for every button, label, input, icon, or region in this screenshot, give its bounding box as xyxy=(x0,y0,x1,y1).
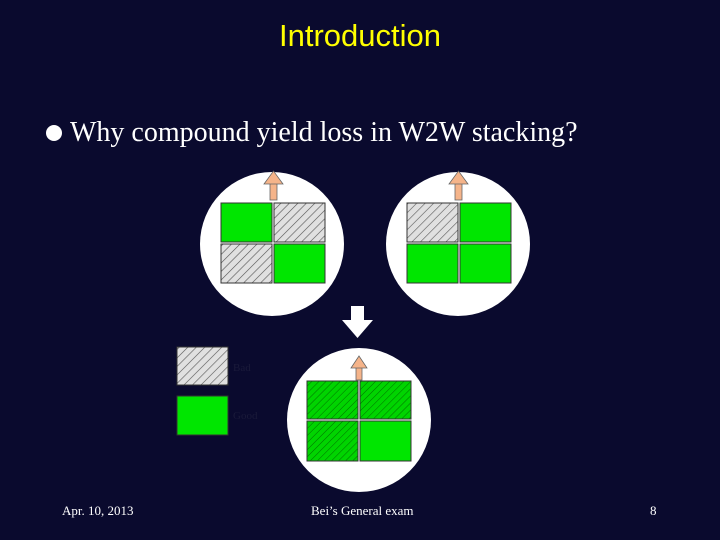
bullet-text: Why compound yield loss in W2W stacking? xyxy=(70,117,578,148)
left-die-good xyxy=(220,202,273,243)
stacked-die xyxy=(359,380,412,420)
legend-bad-label: Bad xyxy=(233,362,251,374)
bullet-item: Why compound yield loss in W2W stacking? xyxy=(46,117,578,149)
right-die-good xyxy=(459,243,512,284)
left-wafer xyxy=(200,170,344,316)
footer-page-number: 8 xyxy=(650,503,657,518)
right-die-good xyxy=(406,243,459,284)
legend-bad-swatch xyxy=(176,346,229,386)
stacked-wafer xyxy=(287,348,431,492)
right-die-bad xyxy=(406,202,459,243)
up-arrow-icon xyxy=(263,170,284,201)
bullet-dot-icon xyxy=(46,125,62,141)
stacked-die xyxy=(306,380,359,420)
stacked-die xyxy=(306,420,359,462)
stacked-die xyxy=(359,420,412,462)
legend-good-swatch xyxy=(176,395,229,436)
left-die-bad xyxy=(273,202,326,243)
up-arrow-icon xyxy=(448,170,469,201)
legend-good-label: Good xyxy=(233,410,258,422)
up-arrow-icon xyxy=(350,355,368,381)
footer-presentation-title: Bei’s General exam xyxy=(311,503,414,518)
right-die-good xyxy=(459,202,512,243)
slide-title: Introduction xyxy=(279,18,441,53)
left-die-bad xyxy=(220,243,273,284)
legend: Bad Good xyxy=(176,346,258,436)
right-wafer xyxy=(386,170,530,316)
down-arrow-icon xyxy=(342,306,373,338)
left-die-good xyxy=(273,243,326,284)
footer-date: Apr. 10, 2013 xyxy=(62,503,134,518)
